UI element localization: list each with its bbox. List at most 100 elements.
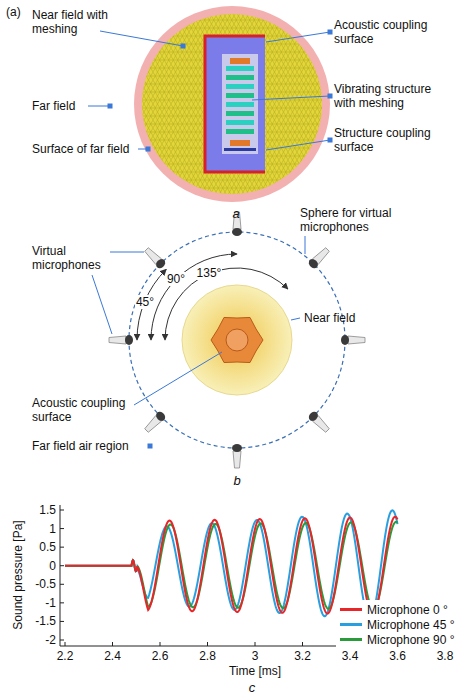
- panel-letter: a: [232, 207, 239, 221]
- legend-text: Microphone 90 °: [367, 633, 455, 647]
- coil-layer: [226, 102, 254, 107]
- axis-title: Sound pressure [Pa]: [11, 520, 25, 629]
- chart-legend: Microphone 0 °Microphone 45 °Microphone …: [336, 600, 459, 649]
- tick-mark: [60, 640, 64, 641]
- part-label: Surface of far field: [32, 142, 129, 156]
- part-label: Sphere for virtual microphones: [300, 206, 420, 234]
- leader-line: [92, 275, 112, 334]
- coil-layer: [226, 66, 254, 71]
- axis-title: Time [ms]: [229, 664, 281, 678]
- angle-arc: [151, 254, 237, 340]
- legend-swatch: [340, 623, 362, 626]
- leader-line: [134, 352, 222, 405]
- part-label: Acoustic coupling surface: [32, 396, 132, 424]
- virtual-microphone: [341, 335, 365, 345]
- tick-mark: [60, 528, 64, 529]
- virtual-microphone: [143, 246, 167, 270]
- part-label: Vibrating structure with meshing: [334, 82, 454, 110]
- part-label: Near field: [304, 311, 355, 325]
- y-tick-label: 1: [49, 522, 56, 536]
- x-tick-label: 2.2: [57, 649, 74, 663]
- fem-model: [88, 6, 333, 202]
- microphone-sphere: [129, 232, 345, 448]
- near-field-sphere: [182, 285, 292, 395]
- structure-core: [222, 54, 258, 154]
- y-tick-label: -1: [45, 596, 56, 610]
- angle-label: 135°: [196, 266, 223, 280]
- near-field-mesh: [142, 14, 322, 194]
- coil-layer: [226, 84, 254, 89]
- tick-mark: [255, 642, 256, 646]
- far-field-sphere: [134, 6, 330, 202]
- speaker-center: [226, 329, 248, 351]
- part-label: Structure coupling surface: [334, 126, 438, 154]
- tick-mark: [207, 642, 208, 646]
- part-label: Acoustic coupling surface: [334, 18, 438, 46]
- leader-line: [305, 236, 306, 254]
- part-label: Near field with meshing: [32, 8, 126, 36]
- tick-mark: [60, 565, 64, 566]
- magnet: [230, 140, 250, 146]
- leader-marker: [108, 104, 113, 109]
- virtual-microphone: [307, 246, 331, 270]
- leader-line: [252, 96, 330, 100]
- leader-marker: [328, 138, 333, 143]
- legend-row: Microphone 90 °: [340, 632, 455, 647]
- y-tick-label: -0.5: [35, 577, 56, 591]
- y-tick-label: -1.5: [35, 614, 56, 628]
- x-tick-label: 3.8: [437, 649, 454, 663]
- coupling-surface: [205, 36, 265, 172]
- tick-mark: [60, 510, 64, 511]
- leader-line: [110, 252, 144, 253]
- coil-layer: [226, 75, 254, 80]
- part-label: Virtual microphones: [32, 244, 112, 272]
- tick-mark: [160, 642, 161, 646]
- legend-swatch: [340, 638, 362, 641]
- coil-layer: [226, 120, 254, 125]
- virtual-microphone: [307, 410, 331, 434]
- legend-swatch: [340, 608, 362, 611]
- coil-layer: [226, 111, 254, 116]
- plate: [224, 148, 256, 151]
- tick-mark: [60, 621, 64, 622]
- leader-line: [266, 32, 330, 42]
- x-tick-label: 3.4: [342, 649, 359, 663]
- y-tick-label: 1.5: [39, 503, 56, 517]
- structure-housing: [205, 36, 265, 172]
- leader-marker: [146, 147, 151, 152]
- coil-layer: [226, 129, 254, 134]
- magnet: [230, 58, 250, 64]
- leader-marker: [328, 30, 333, 35]
- x-tick-label: 3.2: [294, 649, 311, 663]
- tick-mark: [65, 642, 66, 646]
- angle-arc: [165, 268, 288, 340]
- panel-letter: c: [249, 681, 256, 695]
- virtual-microphone: [143, 410, 167, 434]
- tick-mark: [112, 642, 113, 646]
- angle-label: 45°: [135, 295, 155, 309]
- y-tick-label: -2: [45, 633, 56, 647]
- tick-mark: [60, 602, 64, 603]
- leader-line: [88, 106, 110, 107]
- angle-label: 90°: [166, 272, 186, 286]
- leader-marker: [148, 444, 153, 449]
- x-tick-label: 3: [252, 649, 259, 663]
- part-label: Far field: [32, 99, 75, 113]
- legend-row: Microphone 45 °: [340, 617, 455, 632]
- legend-row: Microphone 0 °: [340, 602, 455, 617]
- leader-marker: [328, 94, 333, 99]
- part-label: Far field air region: [32, 439, 129, 453]
- virtual-microphone: [232, 444, 242, 468]
- panel-tag: (a): [6, 5, 21, 19]
- x-tick-label: 2.8: [199, 649, 216, 663]
- leader-marker: [181, 44, 186, 49]
- coil-layer: [226, 93, 254, 98]
- panel-letter: b: [233, 474, 240, 488]
- y-tick-label: 0: [49, 559, 56, 573]
- legend-text: Microphone 0 °: [367, 603, 448, 617]
- x-tick-label: 2.6: [152, 649, 169, 663]
- leader-line: [291, 318, 300, 320]
- tick-mark: [60, 547, 64, 548]
- leader-line: [266, 140, 330, 150]
